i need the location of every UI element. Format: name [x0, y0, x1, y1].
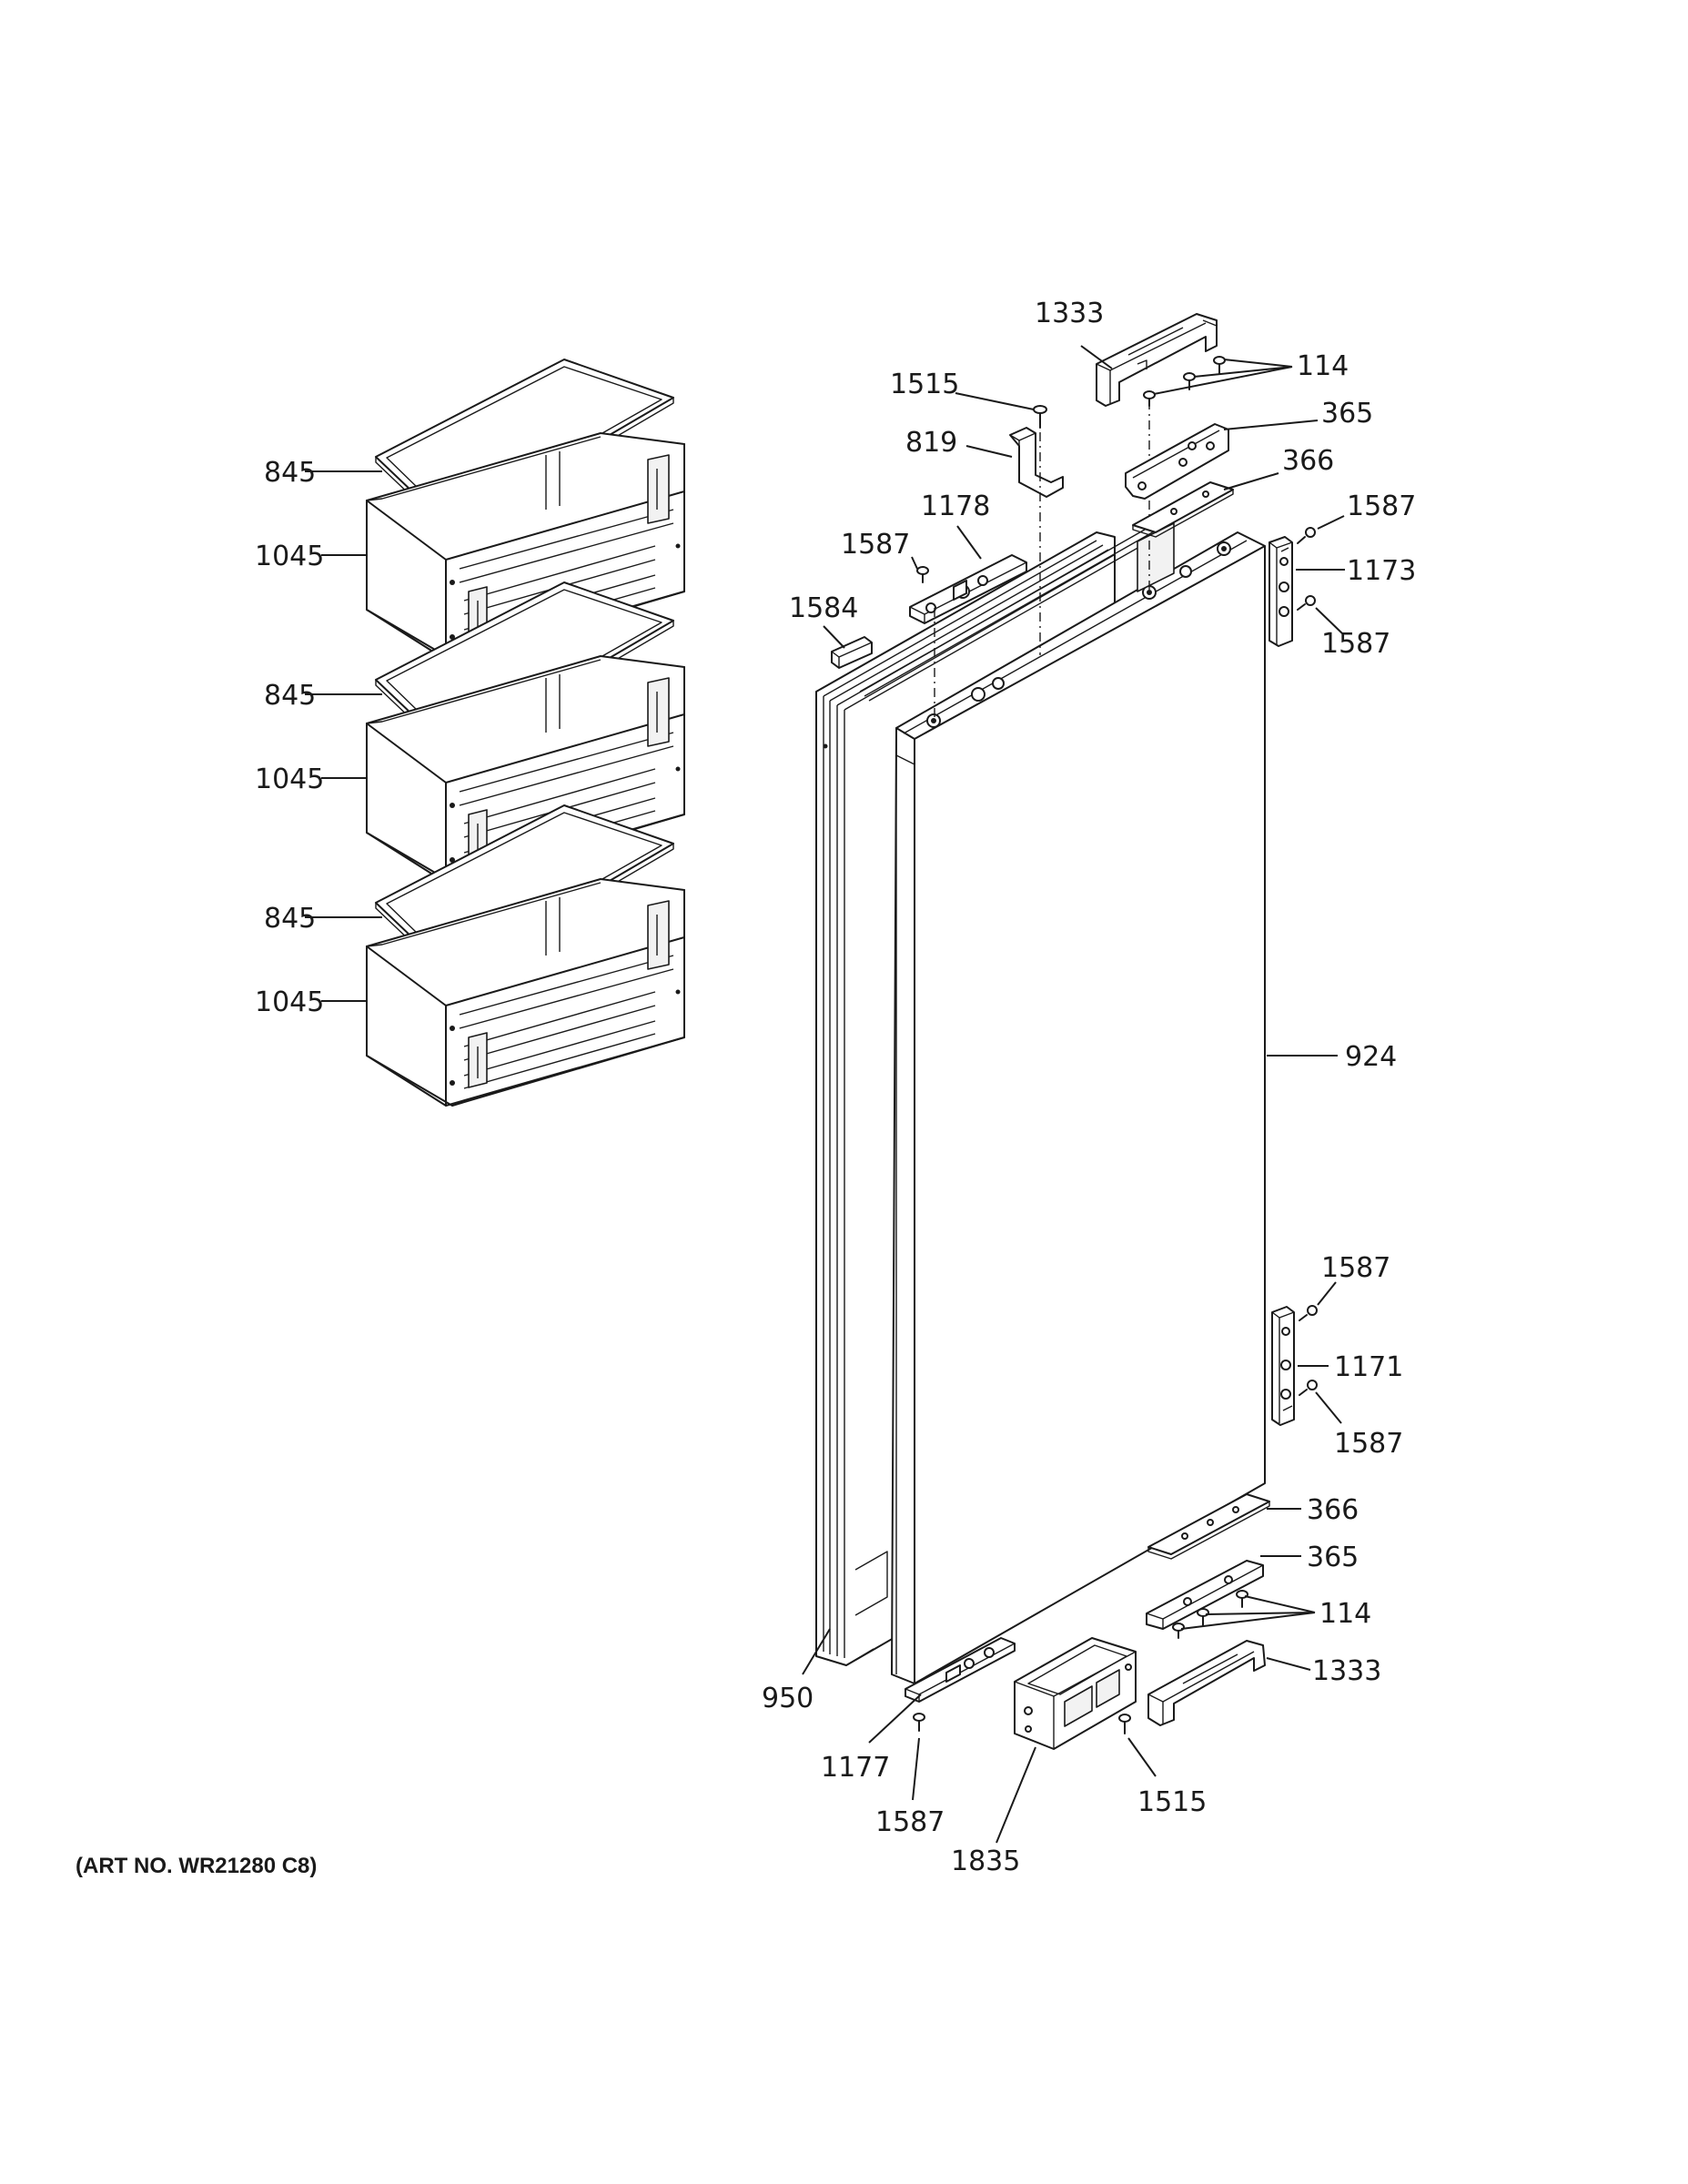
- callout-1587-b: 1587: [1347, 490, 1416, 522]
- screw-1587-d: [1299, 1305, 1318, 1321]
- screw-1587-f: [913, 1713, 925, 1732]
- callout-845-a: 845: [264, 457, 316, 489]
- callout-1587-c: 1587: [1321, 628, 1390, 660]
- bracket-1171: [1271, 1306, 1295, 1426]
- callout-1515-bottom: 1515: [1137, 1786, 1207, 1818]
- callout-1835: 1835: [951, 1845, 1020, 1877]
- callout-labels: 845 1045 845 1045 845 1045 1333 114 1515…: [255, 298, 1416, 1877]
- bracket-1333-top: [1096, 313, 1218, 407]
- bracket-1173: [1269, 536, 1293, 647]
- shim-366-top: [1132, 481, 1234, 538]
- callout-1587-a: 1587: [841, 529, 910, 561]
- callout-1584: 1584: [789, 592, 858, 624]
- callout-950: 950: [762, 1683, 814, 1714]
- callout-924: 924: [1345, 1041, 1397, 1073]
- bracket-1333-bottom: [1147, 1640, 1266, 1726]
- callout-366-top: 366: [1282, 445, 1334, 477]
- callout-114-bottom: 114: [1319, 1598, 1371, 1630]
- callout-1515-top: 1515: [890, 369, 959, 400]
- callout-1333-bottom: 1333: [1312, 1655, 1381, 1687]
- callout-1177: 1177: [821, 1752, 890, 1784]
- hinge-365-bottom: [1146, 1560, 1264, 1630]
- hinge-plate-1178: [909, 554, 1027, 624]
- callout-365-bottom: 365: [1307, 1542, 1359, 1573]
- shim-366-bottom: [1147, 1493, 1270, 1560]
- screw-1587-b: [1297, 527, 1316, 544]
- door-panel-924: [891, 531, 1266, 1684]
- callout-1178: 1178: [921, 490, 990, 522]
- hinge-block-819: [1009, 427, 1064, 498]
- callout-114-top: 114: [1297, 350, 1349, 382]
- callout-845-c: 845: [264, 903, 316, 935]
- part-1584: [831, 636, 873, 669]
- hinge-cover-1835: [1014, 1637, 1137, 1750]
- hinge-plate-1177: [905, 1637, 1016, 1703]
- callout-1045-c: 1045: [255, 986, 324, 1018]
- screw-1515-top: [1033, 405, 1047, 429]
- screws-114-top: [1143, 356, 1226, 407]
- callout-366-bottom: 366: [1307, 1494, 1359, 1526]
- screw-1587-c: [1297, 595, 1316, 611]
- art-number: (ART NO. WR21280 C8): [76, 1854, 318, 1878]
- leader-lines: [305, 345, 1345, 1844]
- callout-1333-top: 1333: [1035, 298, 1104, 329]
- callout-1173: 1173: [1347, 555, 1416, 587]
- callout-1587-f: 1587: [875, 1806, 945, 1838]
- callout-845-b: 845: [264, 680, 316, 712]
- callout-1045-b: 1045: [255, 763, 324, 795]
- gasket-top-rails: [859, 522, 1175, 702]
- callout-1045-a: 1045: [255, 541, 324, 572]
- screw-1587-a: [916, 566, 929, 583]
- callout-1587-e: 1587: [1334, 1428, 1403, 1460]
- callout-1171: 1171: [1334, 1351, 1403, 1383]
- screw-1587-e: [1299, 1380, 1318, 1396]
- door-bin-stack: [366, 359, 685, 1107]
- screw-1515-bottom: [1118, 1714, 1131, 1734]
- callout-819: 819: [905, 427, 957, 459]
- callout-365-top: 365: [1321, 398, 1373, 430]
- hinge-365-top: [1125, 423, 1229, 500]
- callout-1587-d: 1587: [1321, 1252, 1390, 1284]
